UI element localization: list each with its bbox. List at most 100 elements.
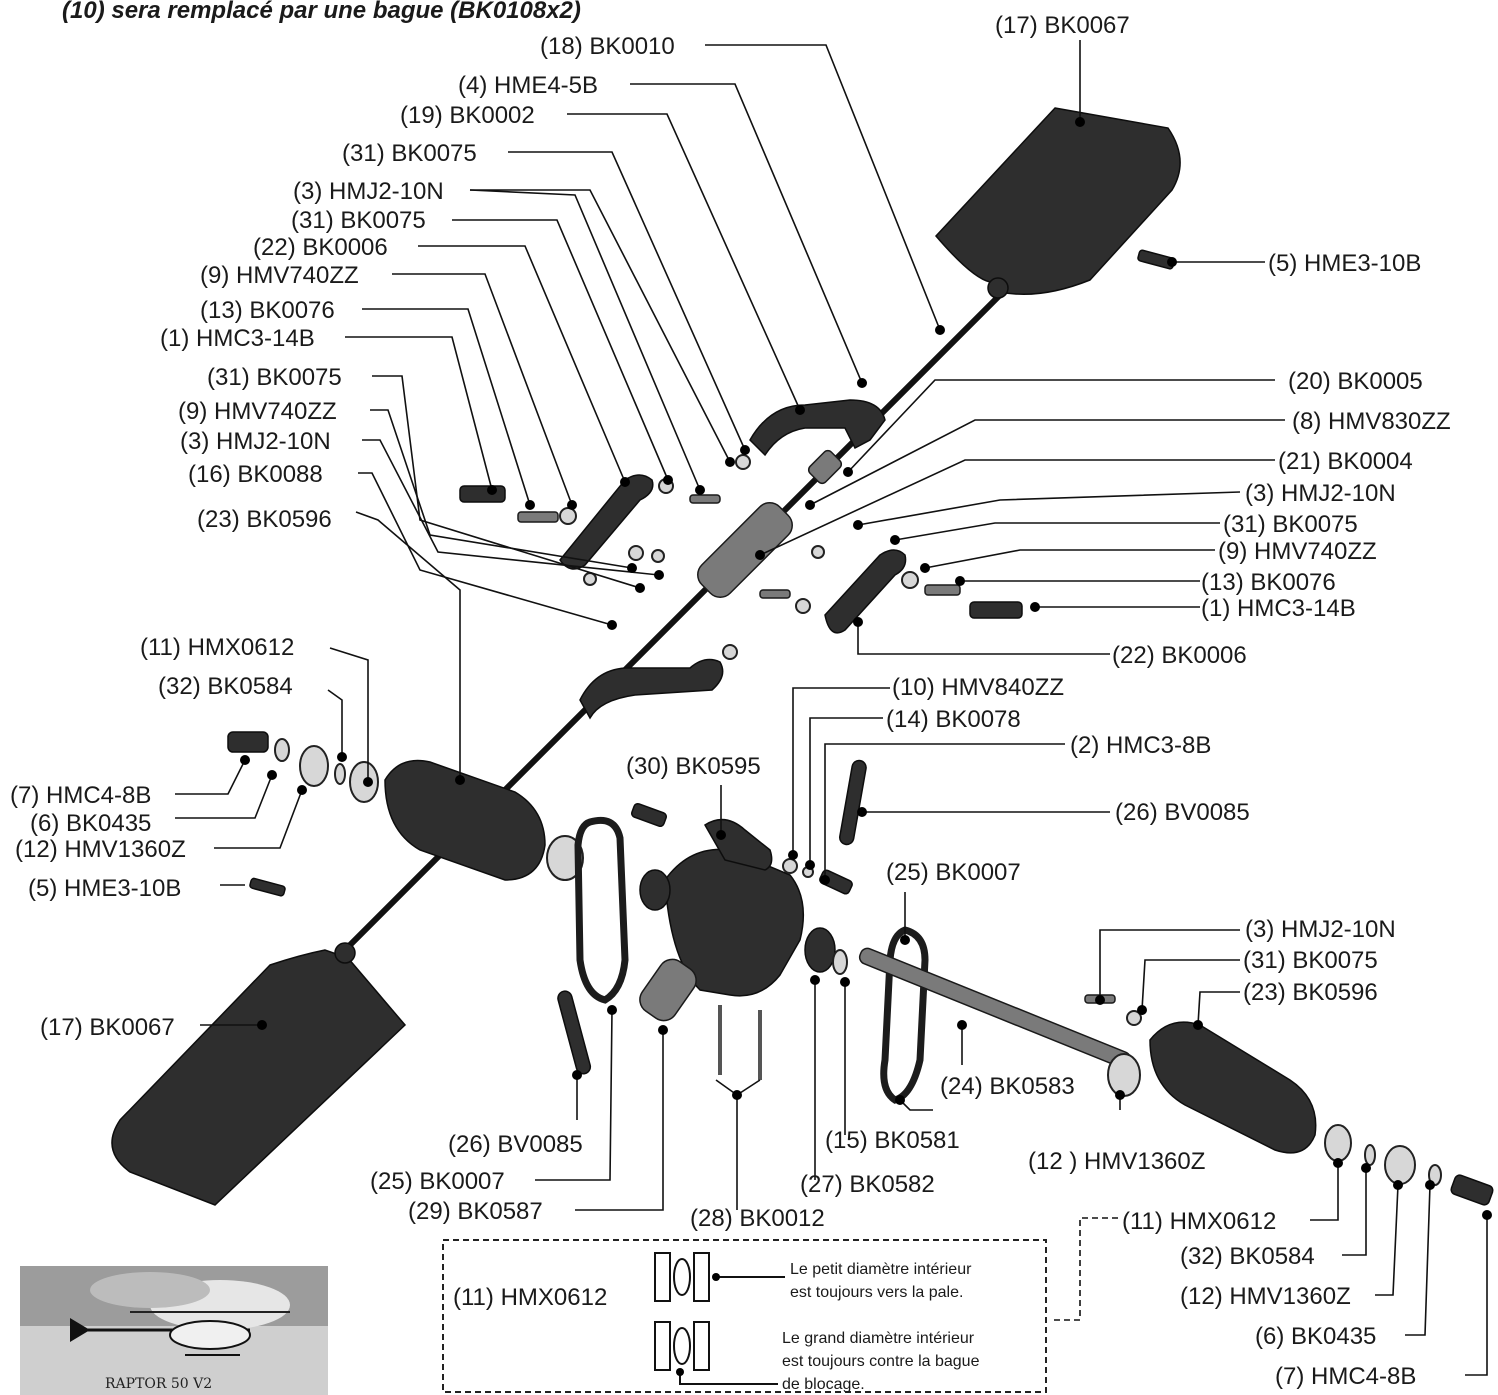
label-9-c: (9) HMV740ZZ xyxy=(1218,538,1377,565)
bearing-hmv1360-right-inner xyxy=(1107,1053,1141,1097)
pin-right xyxy=(759,589,791,599)
tail-blade-bottom xyxy=(111,949,407,1206)
screw-hmc4-8b-left xyxy=(227,731,269,753)
tail-hub-housing xyxy=(664,848,805,997)
pitch-link-cylinder xyxy=(697,502,793,598)
thrust-bearing-icon-large-bore xyxy=(654,1321,710,1371)
tail-output-shaft xyxy=(858,947,1132,1069)
pin-bk0076-left xyxy=(517,511,559,523)
label-17-bottom: (17) BK0067 xyxy=(40,1014,175,1041)
label-18: (18) BK0010 xyxy=(540,33,675,60)
header-note: (10) sera remplacé par une bague (BK0108… xyxy=(62,0,581,24)
leader-lines xyxy=(175,40,1488,1376)
label-9-b: (9) HMV740ZZ xyxy=(178,398,337,425)
bearing-hmv830 xyxy=(807,449,843,485)
pin-upper xyxy=(689,494,721,504)
washer-left-a xyxy=(583,572,597,586)
label-8: (8) HMV830ZZ xyxy=(1292,408,1451,435)
bearing-hmv1360-left xyxy=(299,745,329,787)
hub-bushing-left xyxy=(639,869,671,911)
label-25-a: (25) BK0007 xyxy=(886,859,1021,886)
note2-line2: est toujours contre la bague xyxy=(782,1353,980,1370)
label-29: (29) BK0587 xyxy=(408,1198,543,1225)
pin-bk0076-right xyxy=(924,584,961,596)
thrust-bearing-icon-small-bore xyxy=(654,1252,710,1302)
tail-blade-top xyxy=(934,107,1181,296)
bearing-hmv1360-right xyxy=(1384,1145,1416,1185)
frame-bk0007-left xyxy=(574,816,629,1004)
label-11-a: (11) HMX0612 xyxy=(140,634,294,661)
label-1-a: (1) HMC3-14B xyxy=(160,325,315,352)
label-12-a: (12) HMV1360Z xyxy=(15,836,186,863)
label-31-e: (31) BK0075 xyxy=(1243,947,1378,974)
leader-dots xyxy=(240,117,1492,1220)
screw-hmc4-8b-right xyxy=(1450,1174,1494,1206)
label-30: (30) BK0595 xyxy=(626,753,761,780)
label-1-b: (1) HMC3-14B xyxy=(1201,595,1356,622)
label-23-a: (23) BK0596 xyxy=(197,506,332,533)
part-labels: (17) BK0067 (18) BK0010 (4) HME4-5B (19)… xyxy=(10,12,1451,1390)
screw-hmc3-14b-right xyxy=(969,601,1023,619)
label-2: (2) HMC3-8B xyxy=(1070,732,1211,759)
thrust-hmx0612-right xyxy=(1324,1124,1352,1162)
label-7-a: (7) HMC4-8B xyxy=(10,782,151,809)
label-22-b: (22) BK0006 xyxy=(1112,642,1247,669)
label-6-b: (6) BK0435 xyxy=(1255,1323,1376,1350)
label-4: (4) HME4-5B xyxy=(458,72,598,99)
label-31-a: (31) BK0075 xyxy=(342,140,477,167)
label-14: (14) BK0078 xyxy=(886,706,1021,733)
bearing-grip-left-inner xyxy=(546,835,584,881)
helicopter-icon xyxy=(70,1311,290,1356)
label-22-a: (22) BK0006 xyxy=(253,234,388,261)
link-bv0085-top xyxy=(838,759,867,846)
note-box-part-label: (11) HMX0612 xyxy=(453,1284,607,1311)
label-31-d: (31) BK0075 xyxy=(1223,511,1358,538)
washer-left-c xyxy=(651,549,665,563)
label-3-d: (3) HMJ2-10N xyxy=(1245,916,1396,943)
blade-grip-left xyxy=(384,759,546,881)
pitch-slider-top xyxy=(749,399,886,457)
screw-hmc3-14b-left xyxy=(459,485,506,503)
label-13-b: (13) BK0076 xyxy=(1201,569,1336,596)
label-27: (27) BK0582 xyxy=(800,1171,935,1198)
pitch-slider-bottom xyxy=(579,658,724,720)
label-5-b: (5) HME3-10B xyxy=(28,875,181,902)
label-12-c: (12) HMV1360Z xyxy=(1180,1283,1351,1310)
washer-bk0435-left xyxy=(274,738,290,762)
bearing-hmv740-left-a xyxy=(559,507,577,525)
label-20: (20) BK0005 xyxy=(1288,368,1423,395)
label-15: (15) BK0581 xyxy=(825,1127,960,1154)
label-7-b: (7) HMC4-8B xyxy=(1275,1363,1416,1390)
bearing-hmv840 xyxy=(782,858,798,874)
label-3-b: (3) HMJ2-10N xyxy=(180,428,331,455)
label-3-c: (3) HMJ2-10N xyxy=(1245,480,1396,507)
note2-line3: de blocage. xyxy=(782,1376,865,1393)
label-26-b: (26) BV0085 xyxy=(448,1131,583,1158)
label-32-a: (32) BK0584 xyxy=(158,673,293,700)
label-25-b: (25) BK0007 xyxy=(370,1168,505,1195)
thumbnail-logo: RAPTOR 50 V2 xyxy=(105,1376,212,1392)
blade-grip-boss-top xyxy=(987,277,1009,299)
spacer-bk0581 xyxy=(832,949,848,975)
note-box: (11) HMX0612 Le petit diamètre intérieur… xyxy=(442,1239,1047,1393)
screw-hme3-10b-bottom xyxy=(249,877,286,897)
washer-right-a xyxy=(811,545,825,559)
screw-hub-top xyxy=(631,802,667,828)
label-23-b: (23) BK0596 xyxy=(1243,979,1378,1006)
bellcrank-left xyxy=(559,474,654,570)
label-12-b: (12 ) HMV1360Z xyxy=(1028,1148,1205,1175)
bellcrank-right xyxy=(824,549,907,634)
label-9-a: (9) HMV740ZZ xyxy=(200,262,359,289)
shaft-bk0587 xyxy=(639,958,697,1022)
shim-bk0584-right xyxy=(1364,1144,1376,1166)
note2-line1: Le grand diamètre intérieur xyxy=(782,1330,975,1347)
link-bv0085-bottom xyxy=(557,990,592,1075)
label-31-b: (31) BK0075 xyxy=(291,207,426,234)
label-24: (24) BK0583 xyxy=(940,1073,1075,1100)
label-31-c: (31) BK0075 xyxy=(207,364,342,391)
label-21: (21) BK0004 xyxy=(1278,448,1413,475)
frame-bk0007-right xyxy=(880,926,929,1104)
label-17-top: (17) BK0067 xyxy=(995,12,1130,39)
label-32-b: (32) BK0584 xyxy=(1180,1243,1315,1270)
label-16: (16) BK0088 xyxy=(188,461,323,488)
